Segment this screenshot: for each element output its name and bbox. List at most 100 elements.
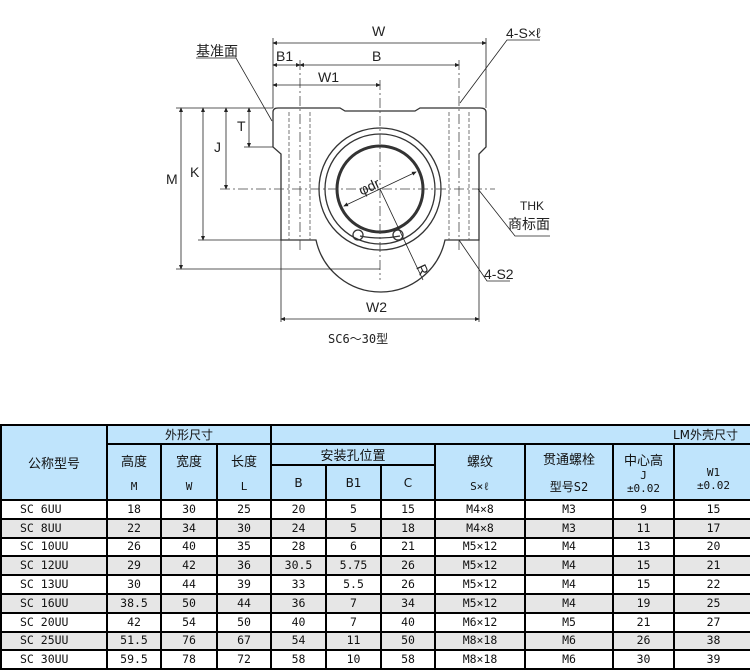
value-cell: 25 <box>216 499 272 520</box>
model-cell: SC 20UU <box>0 611 108 633</box>
header-model: 公称型号 <box>0 424 108 501</box>
value-cell: M5 <box>524 611 614 633</box>
value-cell: 44 <box>160 574 218 595</box>
value-cell: M6×12 <box>434 611 526 633</box>
svg-text:4-S2: 4-S2 <box>484 266 514 282</box>
value-cell: 22 <box>673 574 750 595</box>
header-lm-dims: LM外壳尺寸 <box>270 424 750 445</box>
value-cell: 6 <box>325 536 382 558</box>
value-cell: 13 <box>612 536 675 558</box>
svg-text:K: K <box>190 164 200 180</box>
value-cell: 58 <box>270 649 327 670</box>
value-cell: 15 <box>612 574 675 595</box>
value-cell: 39 <box>216 574 272 595</box>
model-cell: SC 8UU <box>0 517 108 539</box>
value-cell: M4 <box>524 536 614 558</box>
model-cell: SC 30UU <box>0 649 108 670</box>
value-cell: 38.5 <box>106 592 162 614</box>
value-cell: 28 <box>270 536 327 558</box>
value-cell: 50 <box>216 611 272 633</box>
value-cell: 17 <box>673 517 750 539</box>
value-cell: 30 <box>106 574 162 595</box>
value-cell: 36 <box>216 555 272 577</box>
value-cell: 40 <box>160 536 218 558</box>
value-cell: 34 <box>380 592 436 614</box>
center-lines <box>220 60 495 280</box>
value-cell: M4×8 <box>434 517 526 539</box>
svg-text:THK: THK <box>520 199 544 213</box>
value-cell: 50 <box>160 592 218 614</box>
housing-body <box>272 107 487 293</box>
value-cell: 5 <box>325 499 382 520</box>
value-cell: M6 <box>524 649 614 670</box>
model-cell: SC 10UU <box>0 536 108 558</box>
svg-text:T: T <box>237 118 246 134</box>
value-cell: 22 <box>106 517 162 539</box>
value-cell: M5×12 <box>434 592 526 614</box>
svg-text:基准面: 基准面 <box>196 43 238 59</box>
header-b: B <box>270 464 327 501</box>
value-cell: M4×8 <box>434 499 526 520</box>
value-cell: 10 <box>325 649 382 670</box>
value-cell: 42 <box>106 611 162 633</box>
value-cell: 24 <box>270 517 327 539</box>
value-cell: M3 <box>524 517 614 539</box>
value-cell: M4 <box>524 592 614 614</box>
value-cell: 30 <box>160 499 218 520</box>
model-cell: SC 25UU <box>0 630 108 652</box>
model-cell: SC 12UU <box>0 555 108 577</box>
value-cell: 42 <box>160 555 218 577</box>
value-cell: 33 <box>270 574 327 595</box>
svg-text:W: W <box>372 23 386 39</box>
header-b1: B1 <box>325 464 382 501</box>
model-cell: SC 13UU <box>0 574 108 595</box>
value-cell: 11 <box>612 517 675 539</box>
value-cell: M8×18 <box>434 630 526 652</box>
value-cell: 20 <box>270 499 327 520</box>
value-cell: 7 <box>325 592 382 614</box>
value-cell: 21 <box>612 611 675 633</box>
header-w1: W1±0.02 <box>673 443 750 501</box>
value-cell: 26 <box>612 630 675 652</box>
value-cell: 26 <box>380 574 436 595</box>
sc-housing-drawing: W B1 B W1 基准面 4-S×ℓ T J K M φdr R THK 商标… <box>166 23 550 346</box>
header-outer-dims: 外形尺寸 <box>106 424 272 445</box>
value-cell: 78 <box>160 649 218 670</box>
drawing-labels: W B1 B W1 基准面 4-S×ℓ T J K M φdr R THK 商标… <box>166 23 550 346</box>
value-cell: 9 <box>612 499 675 520</box>
value-cell: 38 <box>673 630 750 652</box>
value-cell: 58 <box>380 649 436 670</box>
value-cell: 25 <box>673 592 750 614</box>
value-cell: 29 <box>106 555 162 577</box>
dimension-lines <box>176 38 550 322</box>
value-cell: 30.5 <box>270 555 327 577</box>
value-cell: 21 <box>673 555 750 577</box>
value-cell: 26 <box>380 555 436 577</box>
value-cell: 50 <box>380 630 436 652</box>
value-cell: 67 <box>216 630 272 652</box>
drawing-caption: SC6～30型 <box>328 332 388 346</box>
value-cell: 54 <box>160 611 218 633</box>
svg-text:B: B <box>372 48 381 64</box>
value-cell: 20 <box>673 536 750 558</box>
svg-text:B1: B1 <box>276 48 293 64</box>
value-cell: 54 <box>270 630 327 652</box>
value-cell: 26 <box>106 536 162 558</box>
value-cell: 51.5 <box>106 630 162 652</box>
value-cell: 18 <box>380 517 436 539</box>
value-cell: 39 <box>673 649 750 670</box>
value-cell: 5.75 <box>325 555 382 577</box>
value-cell: 34 <box>160 517 218 539</box>
